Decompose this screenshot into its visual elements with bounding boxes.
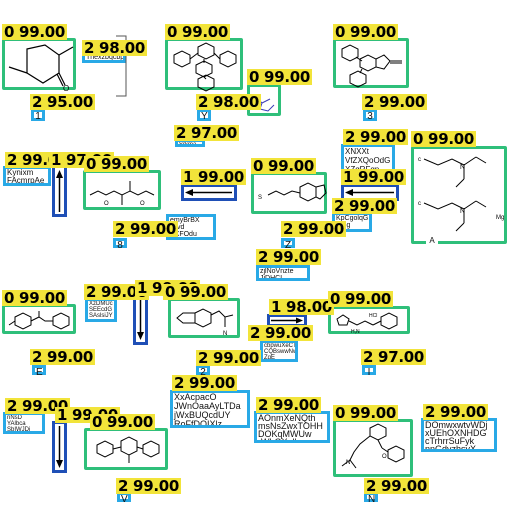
svg-text:Mg: Mg	[496, 215, 504, 221]
arrow-up-icon	[56, 170, 63, 212]
score-badge: 2 99.00	[196, 349, 262, 367]
score-badge: 2 99.00	[332, 197, 398, 215]
molecule-box-bispyridinone-amide	[165, 38, 243, 92]
svg-text:c: c	[418, 157, 421, 163]
score-badge: 2 99.00	[362, 93, 428, 111]
score-badge: 2 99.00	[256, 396, 322, 414]
score-badge: 2 95.00	[30, 93, 96, 111]
score-badge: 1 99.00	[341, 168, 407, 186]
score-badge: 0 99.00	[247, 68, 313, 86]
structure-drawing: N	[176, 308, 234, 337]
molecule-box-cyclohexanone: O	[2, 38, 76, 93]
structure-drawing: S	[258, 182, 327, 202]
score-badge: 2 98.00	[82, 39, 148, 57]
svg-text:O: O	[104, 201, 109, 207]
svg-text:N: N	[460, 208, 465, 215]
score-badge: 2 99.00	[5, 397, 71, 415]
arrow-right-icon	[271, 317, 303, 324]
score-badge: 0 99.00	[2, 23, 68, 41]
score-badge: 0 99.00	[84, 155, 150, 173]
score-badge: 2 99.00	[84, 283, 150, 301]
label-box: A	[426, 236, 438, 246]
text-box: XxAcpacO JWnOaaAyLTDa jWxBUQcdUY RoFfDOI…	[170, 390, 250, 428]
score-badge: 2 97.00	[361, 348, 427, 366]
molecule-box-diethyl-ester: O O	[83, 170, 161, 210]
arrow-down-icon	[56, 426, 63, 468]
score-badge: 2 99.00	[113, 220, 179, 238]
score-badge: 0 99.00	[333, 23, 399, 41]
structure-drawing: H,N HCl	[336, 312, 398, 335]
text-box: nNsD YAlbca SbIWJDi	[3, 412, 45, 434]
svg-text:N: N	[346, 460, 350, 466]
svg-text:S: S	[258, 195, 262, 201]
score-badge: 2 99.00	[116, 477, 182, 495]
molecule-box-sulfonate: S	[251, 172, 327, 214]
score-badge: 2 99.00	[423, 403, 489, 421]
molecule-box-benzodioxole: N	[168, 298, 240, 338]
structure-drawing: O N	[341, 423, 405, 469]
score-badge: 2 97.00	[174, 124, 240, 142]
molecule-box-thiazole-amine: H,N HCl	[328, 306, 410, 335]
score-badge: 2 98.00	[196, 93, 262, 111]
score-badge: 1 98.00	[269, 298, 335, 316]
svg-text:N: N	[223, 331, 227, 337]
score-badge: 0 99.00	[2, 289, 68, 307]
arrow-left-icon	[345, 189, 394, 196]
arrow-box-left	[181, 184, 237, 201]
svg-text:N: N	[460, 164, 465, 171]
score-badge: 0 99.00	[90, 413, 156, 431]
svg-text:O: O	[63, 84, 69, 93]
text-box: AOnmXeNQth msNsZwxTOHH DOKqMWUw rWhOXqll	[254, 411, 330, 443]
label-box: 3	[363, 109, 377, 122]
svg-text:H,N: H,N	[351, 329, 360, 335]
score-badge: 2 99.00	[281, 220, 347, 238]
text-box: Kynixm FAcmrpAe	[3, 166, 51, 186]
score-badge: 2 99.00	[364, 477, 430, 495]
score-badge: 0 99.00	[411, 130, 477, 148]
structure-drawing: O	[8, 44, 74, 93]
svg-text:O: O	[140, 201, 145, 207]
structure-drawing	[8, 311, 70, 330]
score-badge: 0 99.00	[251, 157, 317, 175]
label-box: Y	[197, 109, 211, 122]
score-badge: 0 99.00	[333, 404, 399, 422]
score-badge: 2 99.00	[172, 374, 238, 392]
svg-text:HCl: HCl	[369, 313, 377, 319]
label-box: I	[362, 365, 376, 378]
structure-drawing: O O	[89, 181, 155, 207]
structure-drawing	[96, 436, 160, 463]
svg-text:O: O	[382, 454, 387, 460]
score-badge: 0 99.00	[165, 23, 231, 41]
svg-text:c: c	[418, 201, 421, 207]
structure-drawing	[173, 42, 237, 92]
molecule-box-magnesium-complex: N N Mg c c	[411, 146, 507, 244]
structure-drawing	[341, 44, 402, 88]
score-badge: 2 99.00	[248, 324, 314, 342]
label-box: Z	[281, 238, 295, 251]
text-box: zjlNoVnzte JjDHCL	[256, 265, 310, 281]
label-box: 1	[31, 109, 45, 122]
molecule-box-benzophenone-amine: O N	[333, 419, 413, 477]
label-box: 2	[196, 365, 210, 378]
molecule-box-amide	[2, 304, 76, 334]
text-box: DOmwxwtvWDj xUEhOXNHDG cTrhrrSuFyk nnGdy…	[421, 418, 497, 452]
score-badge: 0 99.00	[328, 290, 394, 308]
structure-drawing: N N Mg c c	[418, 156, 504, 232]
arrow-box-vertical	[133, 293, 148, 345]
arrow-left-icon	[185, 189, 232, 196]
text-box: XzDMUc SEEcdG SAslsiJY AUMcCLXK	[85, 298, 117, 322]
molecule-box-indolizine	[333, 38, 409, 88]
score-badge: 2 99.00	[30, 348, 96, 366]
text-box: cbpwuXeCTkc CQBswwNwF ZqE	[260, 340, 298, 362]
molecule-box-isoindole	[84, 428, 168, 470]
arrow-box-vertical	[52, 421, 67, 473]
arrow-box-vertical	[52, 165, 67, 217]
score-badge: 2 99.00	[256, 248, 322, 266]
score-badge: 0 99.00	[163, 283, 229, 301]
score-badge: 1 99.00	[181, 168, 247, 186]
label-box: E	[32, 365, 46, 378]
arrow-down-icon	[137, 298, 144, 340]
label-box: 8	[113, 238, 127, 251]
score-badge: 2 99.00	[343, 128, 409, 146]
